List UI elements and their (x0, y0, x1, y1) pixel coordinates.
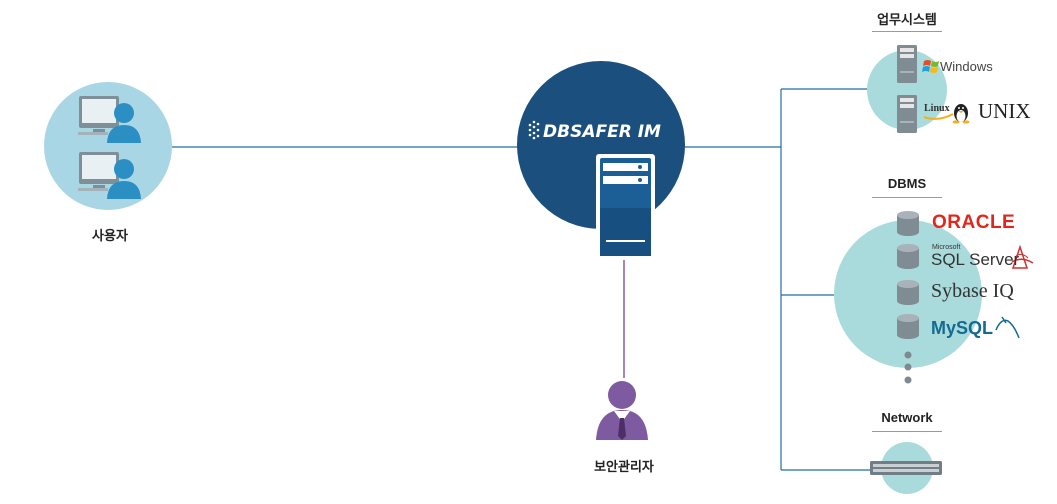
linux-wordmark: Linux (924, 103, 950, 114)
user-computer-icon (78, 96, 141, 143)
linux-swoosh-icon (923, 113, 954, 120)
server-tower-icon (897, 95, 917, 133)
server-tower-icon (897, 45, 917, 83)
windows-logo-icon (922, 60, 939, 73)
more-dot-icon (904, 351, 912, 359)
more-dot-icon (904, 363, 912, 371)
dbsafer-logo-icon (528, 120, 540, 140)
sql-server-brand-prefix: Microsoft (932, 244, 961, 251)
user-computer-icon (78, 152, 141, 199)
hub-server-icon (596, 154, 655, 260)
sql-server-logo-icon (1011, 244, 1034, 269)
business-group-label: 업무시스템 (877, 12, 937, 27)
database-cylinder-icon (897, 244, 919, 269)
users-circle (44, 82, 172, 210)
sybase-iq-wordmark: Sybase IQ (931, 280, 1014, 302)
mysql-dolphin-icon (995, 316, 1020, 339)
database-cylinder-icon (897, 314, 919, 339)
database-cylinder-icon (897, 211, 919, 236)
sql-server-wordmark: SQL Server (931, 250, 1020, 269)
admin-label: 보안관리자 (594, 459, 654, 474)
network-divider (872, 431, 942, 432)
network-group-label: Network (881, 410, 933, 425)
mysql-wordmark: MySQL (931, 318, 994, 338)
oracle-wordmark: ORACLE (932, 212, 1016, 233)
unix-wordmark: UNIX (978, 99, 1031, 123)
admin-person-icon (596, 381, 648, 440)
tux-penguin-icon (952, 104, 970, 124)
business-divider (872, 31, 942, 32)
database-cylinder-icon (897, 280, 919, 305)
more-dot-icon (904, 376, 912, 384)
hub-title: DBSAFER IM (543, 122, 661, 142)
dbms-group-label: DBMS (887, 176, 927, 191)
users-label: 사용자 (92, 228, 128, 243)
windows-wordmark: Windows (940, 59, 993, 74)
network-switch-icon (870, 461, 942, 475)
dbms-divider (872, 197, 942, 198)
